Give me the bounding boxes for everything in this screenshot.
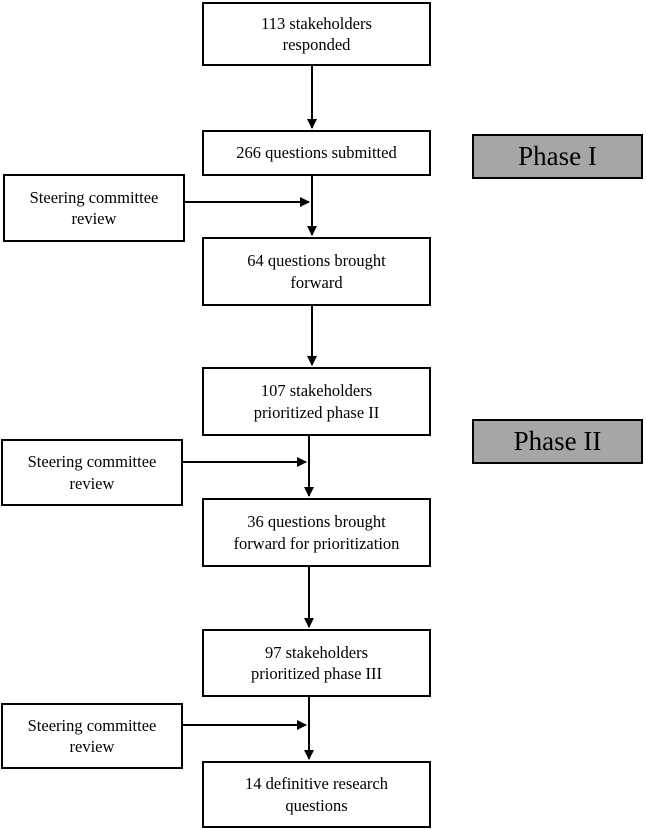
side-steering-committee-review-3: Steering committee review [1, 703, 183, 769]
step-definitive-research-questions: 14 definitive research questions [202, 761, 431, 828]
phase-i-label: Phase I [472, 134, 643, 179]
step-stakeholders-prioritized-phase-iii: 97 stakeholders prioritized phase III [202, 629, 431, 697]
step-questions-brought-forward: 64 questions brought forward [202, 237, 431, 306]
step-stakeholders-prioritized-phase-ii: 107 stakeholders prioritized phase II [202, 367, 431, 436]
step-questions-forward-for-prioritization: 36 questions brought forward for priorit… [202, 498, 431, 567]
step-stakeholders-responded: 113 stakeholders responded [202, 2, 431, 66]
phase-ii-label: Phase II [472, 419, 643, 464]
step-questions-submitted: 266 questions submitted [202, 130, 431, 176]
side-steering-committee-review-2: Steering committee review [1, 439, 183, 506]
side-steering-committee-review-1: Steering committee review [3, 174, 185, 242]
